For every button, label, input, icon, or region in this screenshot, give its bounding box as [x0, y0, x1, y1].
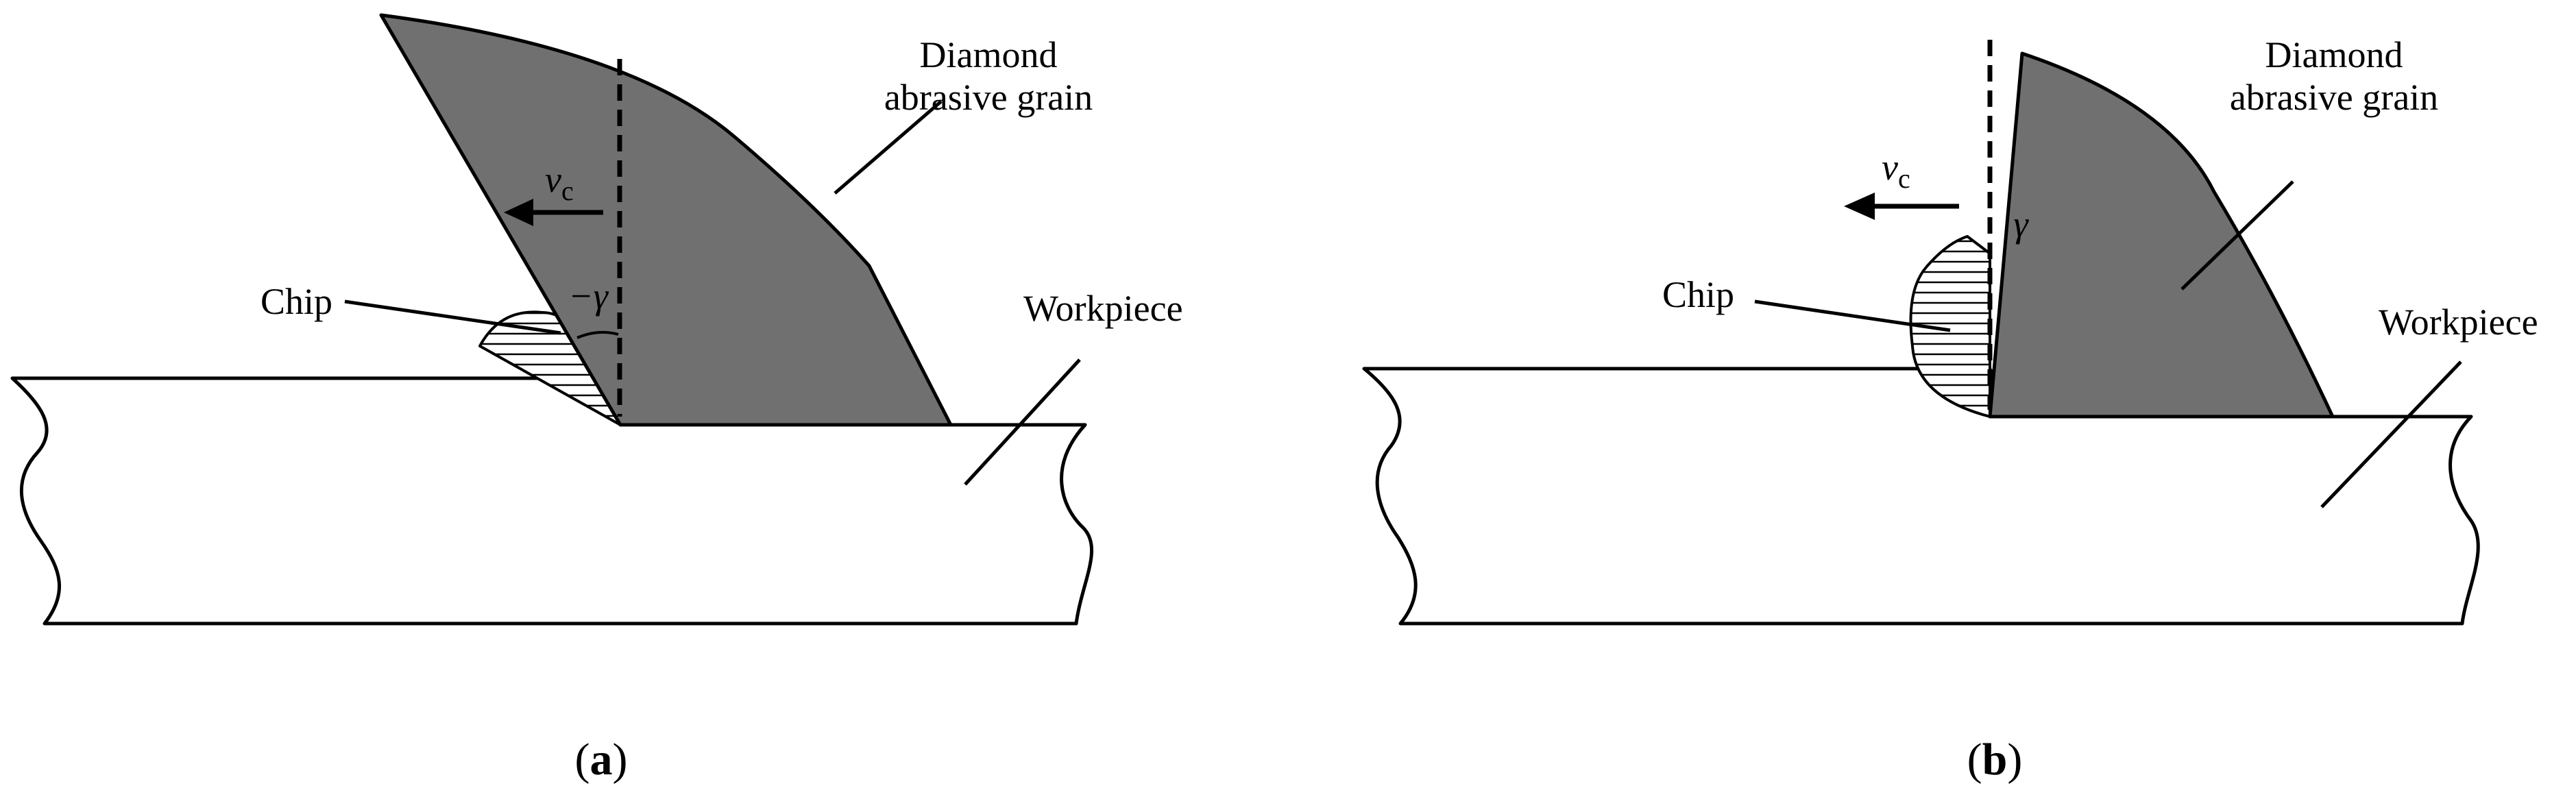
- velocity-subscript-a: c: [561, 175, 574, 206]
- velocity-label-b: vc: [1882, 147, 1910, 194]
- workpiece-label-a: Workpiece: [1023, 288, 1183, 329]
- workpiece-b: [1362, 367, 2480, 626]
- workpiece-leader-a: [964, 358, 1081, 486]
- grain-label-line2-b: abrasive grain: [2230, 77, 2438, 118]
- velocity-label-a: vc: [545, 159, 574, 206]
- panel-b: Diamond abrasive grain vc γ Chip Workpie…: [1362, 34, 2538, 785]
- chip-label-a: Chip: [260, 281, 332, 322]
- diamond-grain-a: [379, 13, 953, 427]
- velocity-symbol-b: v: [1882, 147, 1898, 188]
- grain-label-line1-a: Diamond: [920, 34, 1058, 75]
- panel-a: Diamond abrasive grain vc −γ Chip Workpi…: [10, 13, 1183, 785]
- grain-leader-a: [834, 100, 943, 195]
- grain-label-line2-a: abrasive grain: [884, 77, 1093, 118]
- velocity-arrowhead-a: [504, 199, 533, 226]
- chip-label-b: Chip: [1662, 274, 1734, 315]
- workpiece-label-b: Workpiece: [2379, 301, 2538, 343]
- velocity-symbol-a: v: [545, 159, 561, 200]
- caption-a: (a): [575, 735, 628, 785]
- velocity-subscript-b: c: [1898, 163, 1910, 194]
- workpiece-leader-b: [2320, 360, 2462, 508]
- grain-leader-b: [2180, 180, 2294, 291]
- angle-label-a: −γ: [568, 275, 609, 317]
- diamond-grain-b: [1988, 51, 2335, 419]
- caption-b: (b): [1967, 735, 2023, 785]
- velocity-arrowhead-b: [1844, 193, 1875, 220]
- chip-leader-a: [344, 299, 561, 335]
- workpiece-a: [10, 376, 1094, 626]
- chip-leader-b: [1754, 299, 1951, 332]
- chip-b: [1909, 235, 1991, 418]
- angle-label-b: γ: [2013, 204, 2029, 245]
- rake-angle-arc-a: [576, 330, 619, 339]
- grain-label-line1-b: Diamond: [2265, 34, 2403, 75]
